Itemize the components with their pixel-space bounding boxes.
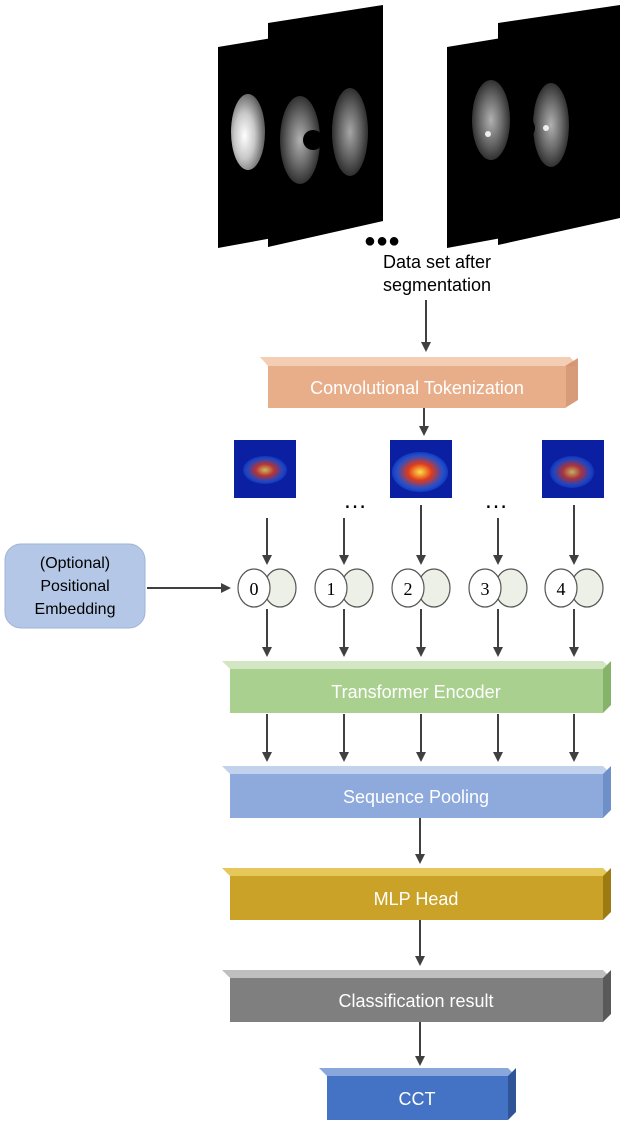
ct-slice-stack-right xyxy=(447,5,620,248)
token-2: 2 xyxy=(391,568,451,608)
dataset-caption-line1: Data set after xyxy=(383,252,491,272)
tokenization-box xyxy=(268,366,566,408)
sequence-pooling-label: Sequence Pooling xyxy=(343,787,489,807)
tokenization-label: Convolutional Tokenization xyxy=(310,378,524,398)
positional-embedding-line3: Embedding xyxy=(35,601,116,618)
ellipsis-dots: ●●● xyxy=(364,230,400,252)
ct-lung-image-right xyxy=(472,80,569,167)
mlp-head-block: MLP Head xyxy=(222,868,611,920)
token-3: 3 xyxy=(468,568,528,608)
token-3-label: 3 xyxy=(481,579,490,599)
cct-label: CCT xyxy=(399,1089,436,1109)
feature-map-2 xyxy=(390,440,452,498)
token-1-label: 1 xyxy=(327,579,336,599)
ellipsis-right: … xyxy=(484,487,508,514)
sequence-pooling-block: Sequence Pooling xyxy=(222,766,611,818)
ellipsis-left: … xyxy=(343,487,367,514)
token-0: 0 xyxy=(237,568,297,608)
feature-map-3 xyxy=(542,440,604,498)
cct-block: CCT xyxy=(319,1068,516,1120)
classification-result-label: Classification result xyxy=(338,991,493,1011)
token-4-label: 4 xyxy=(557,579,566,599)
positional-embedding-line1: (Optional) xyxy=(40,555,110,572)
transformer-encoder-block: Transformer Encoder xyxy=(222,661,611,713)
token-0-label: 0 xyxy=(250,579,259,599)
transformer-encoder-label: Transformer Encoder xyxy=(331,682,500,702)
classification-result-block: Classification result xyxy=(222,970,611,1022)
mlp-head-label: MLP Head xyxy=(374,889,459,909)
tokenization-block: Convolutional Tokenization xyxy=(260,357,578,408)
token-4: 4 xyxy=(544,568,604,608)
token-2-label: 2 xyxy=(404,579,413,599)
ct-slice-stack-left xyxy=(218,5,383,248)
feature-map-1 xyxy=(234,440,296,498)
positional-embedding-line2: Positional xyxy=(40,578,109,595)
token-1: 1 xyxy=(314,568,374,608)
positional-embedding-block: (Optional) Positional Embedding xyxy=(4,543,146,629)
ct-lung-image-left xyxy=(231,88,368,184)
dataset-caption-line2: segmentation xyxy=(383,275,491,295)
